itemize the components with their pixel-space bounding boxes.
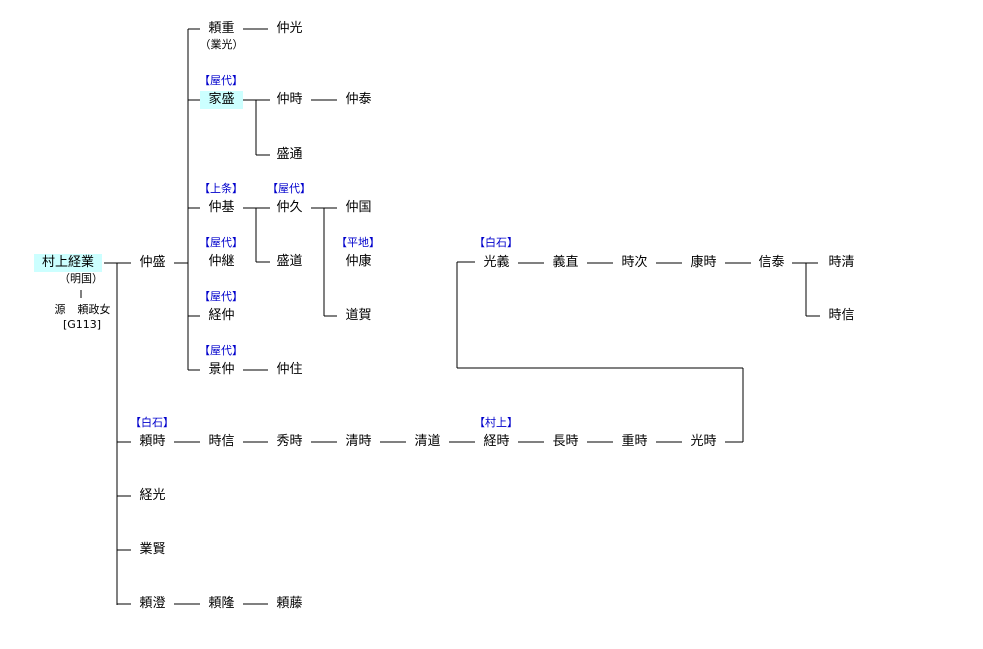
person-tsunemitsu: 経光 [139,488,166,503]
tag-yashiro-3: 【屋代】 [199,236,243,249]
person-shigetoki: 重時 [621,434,648,449]
person-tokikiyo: 時清 [828,255,855,270]
tag-yashiro-4: 【屋代】 [199,290,243,303]
person-moriyuki: 盛通 [276,147,303,162]
person-nakahisa: 仲久 [276,200,303,215]
person-note-meikoku: （明国） [59,272,103,285]
person-nakatoki-a: 仲時 [276,92,303,107]
tag-shiraishi-1: 【白石】 [130,416,174,429]
person-yorizumi: 頼澄 [139,596,166,611]
person-tokinobu-b: 時信 [828,308,855,323]
person-yoritoki: 頼時 [139,434,166,449]
person-nakakuni: 仲国 [345,200,372,215]
person-nakayasu: 仲泰 [345,92,372,107]
person-kiyomichi: 清道 [414,434,441,449]
person-morimichi: 盛道 [276,254,303,269]
person-murakami-tsunenari: 村上経業 [34,254,102,272]
person-nakazumi: 仲住 [276,362,303,377]
person-note-minamoto: 源 [54,303,66,316]
person-yasutoki: 康時 [690,255,717,270]
person-nakayasu2: 仲康 [345,254,372,269]
tag-yashiro-2: 【屋代】 [267,182,311,195]
person-mitsutoki: 光時 [690,434,717,449]
tag-yashiro-5: 【屋代】 [199,344,243,357]
tag-murakami: 【村上】 [474,416,518,429]
person-tokitsugu: 時次 [621,255,648,270]
person-tsunetoki: 経時 [483,434,510,449]
person-hidetoki: 秀時 [276,434,303,449]
person-nakamitsu: 仲光 [276,21,303,36]
person-nakamori: 仲盛 [139,255,166,270]
person-kagenaka: 景仲 [208,362,235,377]
person-tsunenaka: 経仲 [208,308,235,323]
person-nagatoki: 長時 [552,434,579,449]
person-iemori: 家盛 [200,91,243,109]
tag-shiraishi-2: 【白石】 [474,236,518,249]
person-yoshinao: 義直 [552,255,579,270]
person-tokinobu-a: 時信 [208,434,235,449]
person-kiyotoki: 清時 [345,434,372,449]
person-yorishige: 頼重 [208,21,235,36]
person-mitsuyoshi: 光義 [483,255,510,270]
person-narikata: 業賢 [139,542,166,557]
person-note-g113: [G113] [62,318,102,331]
person-michiga: 道賀 [345,308,372,323]
tag-yashiro-1: 【屋代】 [199,74,243,87]
person-yorifuji: 頼藤 [276,596,303,611]
person-yoritaka: 頼隆 [208,596,235,611]
person-nobuyasu: 信泰 [758,255,785,270]
person-nakamoto: 仲基 [208,200,235,215]
tag-jojo: 【上条】 [199,182,243,195]
person-nakatsugu: 仲継 [208,254,235,269]
person-note-narimitsu: （業光） [199,38,244,51]
person-note-yorimasa-musume: 頼政女 [77,303,111,316]
tag-heichi: 【平地】 [336,236,380,249]
